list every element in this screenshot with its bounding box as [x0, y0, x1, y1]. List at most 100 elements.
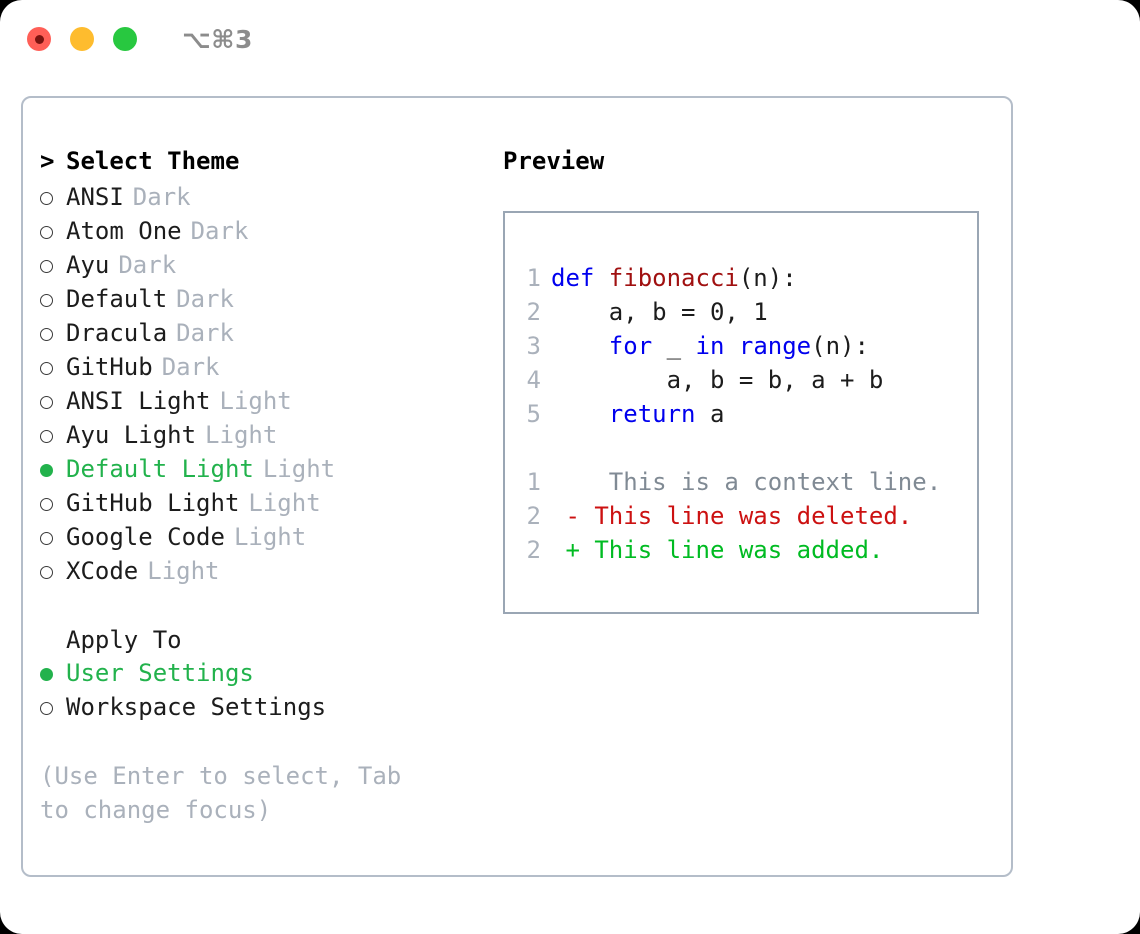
code-token: return — [608, 400, 696, 428]
theme-name: Default — [66, 284, 168, 313]
prompt-caret-icon: > — [40, 147, 55, 175]
close-button[interactable] — [27, 27, 51, 51]
radio-dot — [40, 565, 53, 579]
radio-selected-icon[interactable] — [40, 657, 66, 691]
diff-text: This is a context line. — [579, 468, 942, 496]
code-token: (n): — [811, 332, 869, 360]
theme-type-badge: Light — [262, 454, 336, 483]
code-gap — [505, 431, 977, 465]
theme-name: Google Code — [66, 522, 225, 551]
diff-text: This line was deleted. — [579, 502, 913, 530]
radio-unselected-icon[interactable] — [40, 215, 66, 249]
theme-name: ANSI Light — [66, 386, 211, 415]
apply-to-item[interactable]: User Settings — [40, 657, 503, 691]
code-line: 5 return a — [505, 397, 977, 431]
theme-type-badge: Dark — [118, 250, 177, 279]
code-token: a — [695, 400, 725, 428]
radio-dot — [40, 531, 53, 545]
page-title: Select Theme — [66, 147, 240, 175]
close-icon — [34, 34, 44, 44]
radio-unselected-icon[interactable] — [40, 317, 66, 351]
radio-dot — [40, 463, 53, 477]
apply-to-header: Apply To — [66, 626, 182, 654]
select-theme-header: > Select Theme — [40, 147, 503, 181]
code-line: 4 a, b = b, a + b — [505, 363, 977, 397]
title-bar: ⌥⌘3 — [0, 0, 1140, 78]
radio-unselected-icon[interactable] — [40, 283, 66, 317]
radio-dot — [40, 429, 53, 443]
theme-name: Default Light — [66, 454, 254, 483]
diff-sign: - — [551, 502, 580, 530]
radio-selected-icon[interactable] — [40, 453, 66, 487]
theme-list-item[interactable]: Default Light Light — [40, 453, 503, 487]
diff-line: 1 This is a context line. — [505, 465, 977, 499]
code-text: for _ in range(n): — [551, 329, 869, 363]
code-text: a, b = 0, 1 — [551, 295, 768, 329]
radio-unselected-icon[interactable] — [40, 181, 66, 215]
apply-to-label: Workspace Settings — [66, 692, 327, 721]
diff-line: 2 + This line was added. — [505, 533, 977, 567]
diff-sign — [551, 465, 580, 499]
theme-list-item[interactable]: Ayu Light Light — [40, 419, 503, 453]
code-token: def — [551, 264, 609, 292]
diff-sign: + — [551, 536, 580, 564]
theme-type-badge: Light — [219, 386, 292, 415]
theme-list-item[interactable]: ANSI Light Light — [40, 385, 503, 419]
preview-title: Preview — [503, 147, 605, 175]
code-token: a, b = 0, 1 — [551, 298, 768, 326]
radio-unselected-icon[interactable] — [40, 351, 66, 385]
radio-dot — [40, 191, 53, 205]
radio-dot — [40, 667, 53, 681]
diff-line: 2 - This line was deleted. — [505, 499, 977, 533]
theme-type-badge: Light — [233, 522, 307, 551]
radio-unselected-icon[interactable] — [40, 419, 66, 453]
code-token: (n): — [738, 264, 797, 292]
code-token: fibonacci — [608, 264, 739, 292]
code-line: 1 def fibonacci(n): — [505, 261, 977, 295]
maximize-button[interactable] — [113, 27, 137, 51]
radio-unselected-icon[interactable] — [40, 487, 66, 521]
theme-name: Ayu Light — [66, 420, 197, 449]
theme-type-badge: Light — [147, 556, 220, 585]
code-text: return a — [551, 397, 725, 431]
keyboard-shortcut-label: ⌥⌘3 — [182, 24, 253, 54]
radio-unselected-icon[interactable] — [40, 249, 66, 283]
theme-list-item[interactable]: Default Dark — [40, 283, 503, 317]
radio-unselected-icon[interactable] — [40, 691, 66, 725]
radio-unselected-icon[interactable] — [40, 555, 66, 589]
line-number: 1 — [526, 264, 541, 292]
radio-unselected-icon[interactable] — [40, 521, 66, 555]
code-token: range — [738, 332, 812, 360]
theme-type-badge: Light — [205, 420, 278, 449]
line-number: 1 — [526, 468, 541, 496]
radio-unselected-icon[interactable] — [40, 385, 66, 419]
theme-name: Dracula — [66, 318, 168, 347]
theme-type-badge: Dark — [176, 284, 234, 313]
code-token — [724, 332, 738, 360]
code-token: a, b = b, a + b — [551, 366, 884, 394]
minimize-button[interactable] — [70, 27, 94, 51]
code-text: def fibonacci(n): — [551, 261, 797, 295]
theme-name: GitHub Light — [66, 488, 240, 517]
code-text: a, b = b, a + b — [551, 363, 884, 397]
radio-dot — [40, 225, 53, 239]
theme-list-item[interactable]: Google Code Light — [40, 521, 503, 555]
apply-to-item[interactable]: Workspace Settings — [40, 691, 503, 725]
radio-dot — [40, 497, 53, 511]
line-number: 4 — [526, 366, 541, 394]
radio-dot — [40, 701, 53, 715]
line-number: 5 — [526, 400, 541, 428]
radio-dot — [40, 293, 53, 307]
